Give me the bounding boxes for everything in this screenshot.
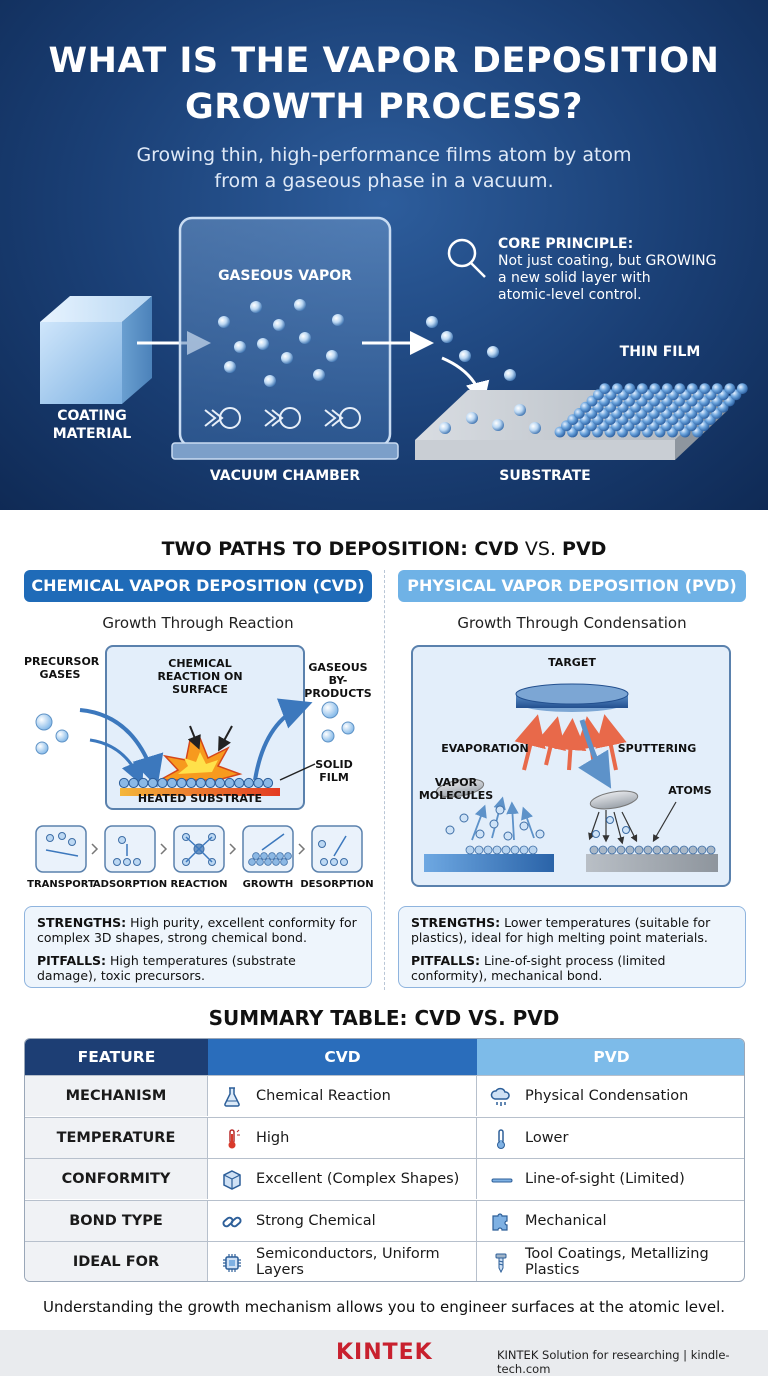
pvd-label-sputtering: SPUTTERING xyxy=(617,742,697,755)
footer-bar xyxy=(0,1330,768,1376)
table-row: IDEAL FOR Semiconductors, Uniform Layers… xyxy=(25,1241,744,1281)
flying-atoms xyxy=(426,316,516,381)
cvd-notes: STRENGTHS: High purity, excellent confor… xyxy=(24,906,372,988)
row-feature: CONFORMITY xyxy=(25,1159,208,1200)
row-pvd-value: Mechanical xyxy=(477,1201,744,1241)
label-coating-material: COATING MATERIAL xyxy=(52,408,132,442)
table-row: BOND TYPE Strong Chemical Mechanical xyxy=(25,1199,744,1241)
cube-icon xyxy=(223,1170,241,1191)
cvd-step-label: REACTION xyxy=(170,879,228,890)
row-pvd-value: Physical Condensation xyxy=(477,1076,744,1116)
brand-logo: KINTEK xyxy=(336,1340,433,1365)
cloud-rain-icon xyxy=(490,1087,510,1106)
chamber-base xyxy=(171,442,399,460)
chip-icon xyxy=(223,1254,241,1273)
column-divider xyxy=(384,570,385,990)
pvd-label-target: TARGET xyxy=(548,656,596,669)
row-cvd-value: Semiconductors, Uniform Layers xyxy=(208,1242,477,1281)
pvd-notes: STRENGTHS: Lower temperatures (suitable … xyxy=(398,906,746,988)
footer-credit: KINTEK Solution for researching | kindle… xyxy=(497,1348,730,1376)
table-row: MECHANISM Chemical Reaction Physical Con… xyxy=(25,1075,744,1116)
thermometer-high-icon xyxy=(228,1128,240,1149)
pvd-label-atoms: ATOMS xyxy=(668,784,712,797)
magnifier-icon xyxy=(447,238,486,278)
row-pvd-value: Lower xyxy=(477,1118,744,1158)
thin-film-atoms xyxy=(554,383,748,438)
pvd-title: PHYSICAL VAPOR DEPOSITION (PVD) xyxy=(398,570,746,602)
row-cvd-value: Chemical Reaction xyxy=(208,1076,477,1116)
footer-statement: Understanding the growth mechanism allow… xyxy=(42,1298,726,1316)
cvd-step-label: ADSORPTION xyxy=(92,879,168,890)
summary-table: FEATURE CVD PVD MECHANISM Chemical React… xyxy=(24,1038,745,1282)
table-header-row: FEATURE CVD PVD xyxy=(25,1039,744,1075)
row-pvd-value: Tool Coatings, Metallizing Plastics xyxy=(477,1242,744,1281)
cvd-diagram xyxy=(35,698,355,796)
cube-side xyxy=(122,296,152,404)
row-cvd-value: High xyxy=(208,1117,477,1158)
paths-heading: TWO PATHS TO DEPOSITION: CVD VS. PVD xyxy=(161,538,607,560)
label-vacuum-chamber: VACUUM CHAMBER xyxy=(209,468,361,484)
cvd-title: CHEMICAL VAPOR DEPOSITION (CVD) xyxy=(24,570,372,602)
cvd-step-label: DESORPTION xyxy=(300,879,374,890)
header-feature: FEATURE xyxy=(25,1039,208,1075)
row-cvd-value: Strong Chemical xyxy=(208,1200,477,1241)
puzzle-icon xyxy=(492,1213,508,1231)
chain-link-icon xyxy=(222,1216,242,1228)
label-substrate: SUBSTRATE xyxy=(499,468,591,484)
row-feature: IDEAL FOR xyxy=(25,1242,208,1281)
label-thin-film: THIN FILM xyxy=(619,344,701,360)
flask-icon xyxy=(224,1087,240,1107)
cube-front xyxy=(40,322,122,404)
hero-process-diagram xyxy=(40,216,748,460)
vapor-atoms xyxy=(218,299,344,387)
row-cvd-value: Excellent (Complex Shapes) xyxy=(208,1159,477,1200)
summary-heading: SUMMARY TABLE: CVD VS. PVD xyxy=(208,1006,560,1030)
row-feature: MECHANISM xyxy=(25,1076,208,1116)
substrate-atoms xyxy=(439,404,541,434)
thermometer-low-icon xyxy=(497,1128,505,1149)
page-subtitle: Growing thin, high-performance films ato… xyxy=(136,144,632,192)
header-cvd: CVD xyxy=(208,1039,477,1075)
cube-top xyxy=(40,296,152,322)
substrate-front xyxy=(415,440,675,460)
pvd-label-evaporation: EVAPORATION xyxy=(441,742,529,755)
pump-icons xyxy=(204,407,361,429)
table-row: TEMPERATURE High Lower xyxy=(25,1116,744,1158)
hero-section: WHAT IS THE VAPOR DEPOSITION GROWTH PROC… xyxy=(0,0,768,510)
page-title: WHAT IS THE VAPOR DEPOSITION GROWTH PROC… xyxy=(48,41,720,127)
header-pvd: PVD xyxy=(477,1039,744,1075)
row-pvd-value: Line-of-sight (Limited) xyxy=(477,1159,744,1199)
row-feature: TEMPERATURE xyxy=(25,1117,208,1158)
label-gaseous-vapor: GASEOUS VAPOR xyxy=(218,268,352,284)
table-row: CONFORMITY Excellent (Complex Shapes) Li… xyxy=(25,1158,744,1200)
screw-icon xyxy=(495,1253,507,1274)
core-principle: CORE PRINCIPLE: Not just coating, but GR… xyxy=(498,236,717,303)
line-icon xyxy=(491,1178,513,1183)
pvd-diagram xyxy=(424,683,718,872)
pvd-subtitle: Growth Through Condensation xyxy=(457,614,687,632)
cvd-steps xyxy=(35,825,363,873)
cvd-subtitle: Growth Through Reaction xyxy=(102,614,294,632)
cvd-step-label: GROWTH xyxy=(242,879,294,890)
row-feature: BOND TYPE xyxy=(25,1200,208,1241)
cvd-step-label: TRANSPORT xyxy=(27,879,95,890)
cvd-label-heated-substrate: HEATED SUBSTRATE xyxy=(137,792,263,805)
